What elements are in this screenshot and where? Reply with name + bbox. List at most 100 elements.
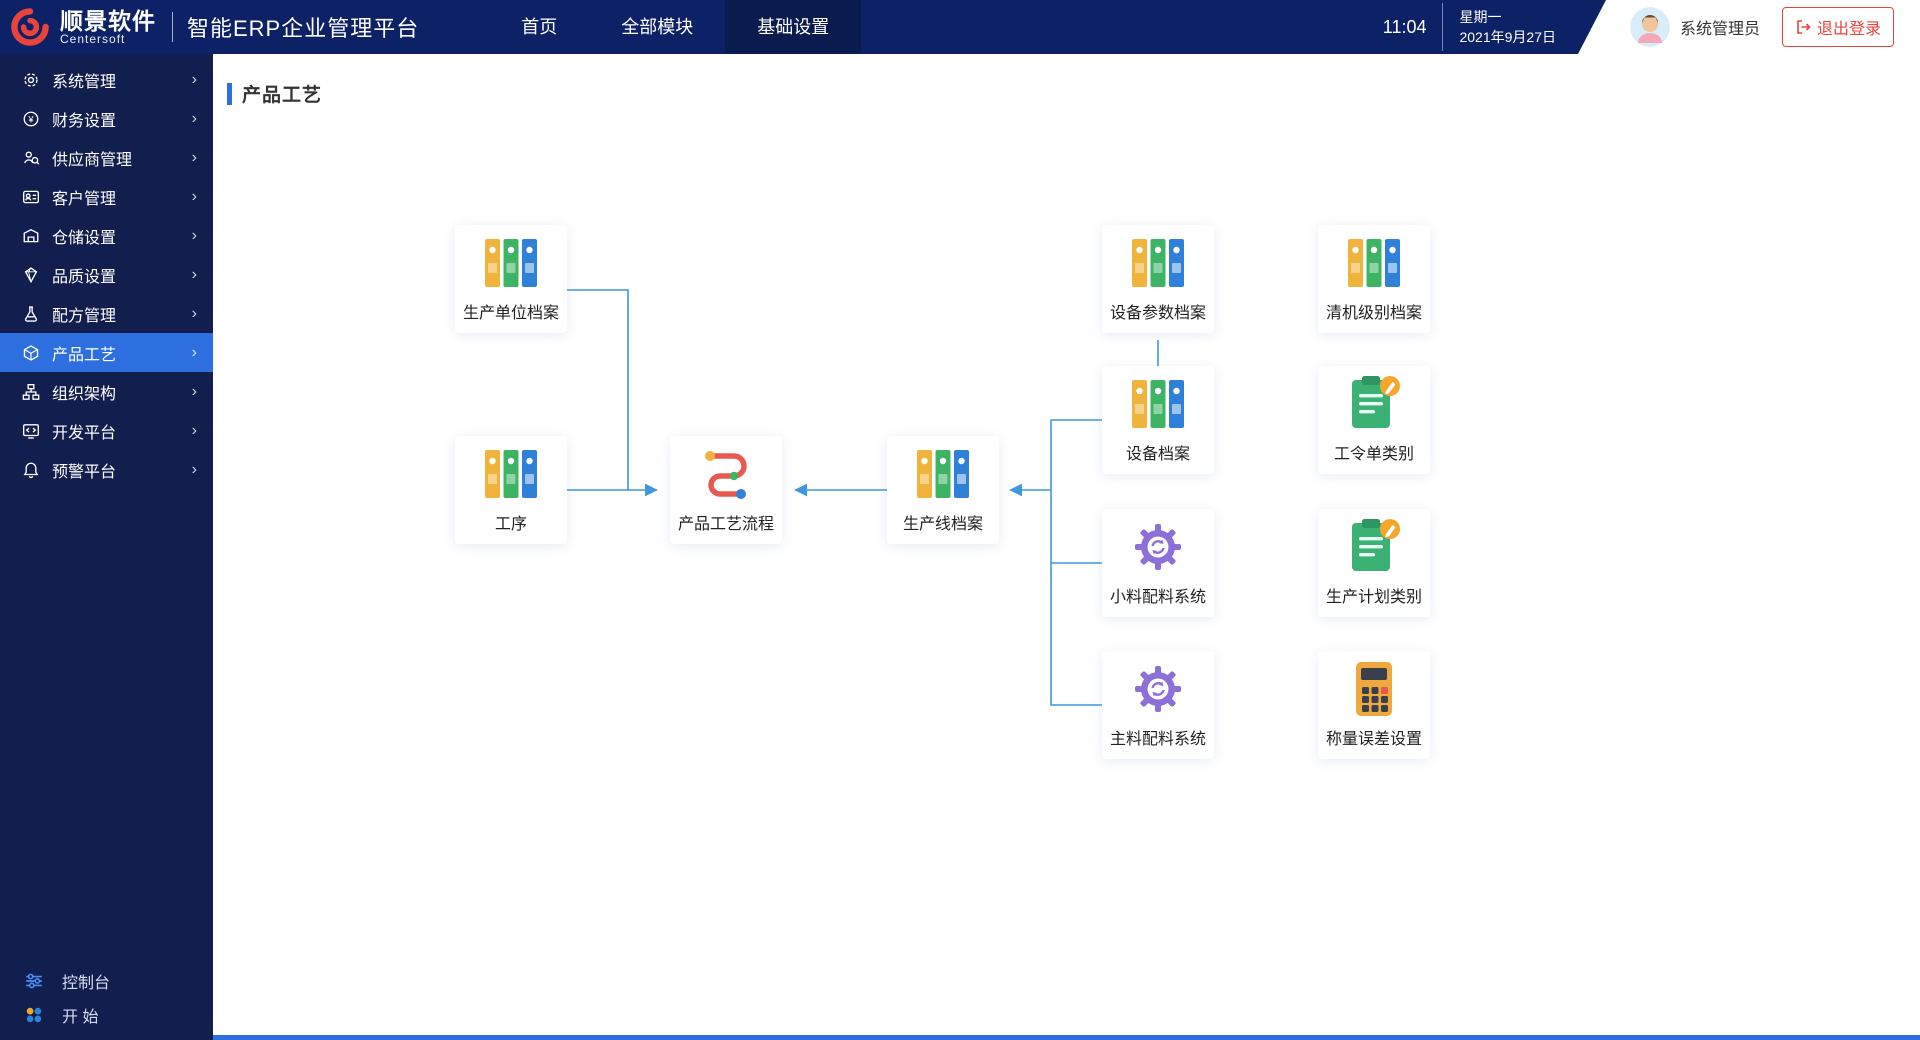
sidebar-footer-start[interactable]: 开 始: [0, 998, 213, 1032]
logo-area: 顺景软件 Centersoft: [0, 5, 166, 49]
clipboard-icon: [1342, 515, 1406, 579]
node-label: 产品工艺流程: [677, 516, 774, 533]
node-label: 设备参数档案: [1109, 305, 1206, 322]
sidebar-item-label: 开发平台: [52, 424, 117, 442]
chevron-right-icon: ›: [191, 460, 197, 478]
sidebar-item-label: 品质设置: [52, 268, 117, 286]
main-content: 产品工艺 生产单位档案 设备参数档案 清机级别档案: [213, 54, 1920, 1040]
node-label: 生产计划类别: [1325, 589, 1422, 606]
node-weighing-tolerance-settings[interactable]: 称量误差设置: [1318, 651, 1430, 759]
chevron-right-icon: ›: [191, 70, 197, 88]
sidebar-item-label: 供应商管理: [52, 151, 133, 169]
binder-icon: [911, 442, 975, 506]
date: 2021年9月27日: [1459, 29, 1556, 45]
weekday: 星期一: [1459, 8, 1502, 25]
chevron-right-icon: ›: [191, 265, 197, 283]
nav-item-home[interactable]: 首页: [521, 17, 558, 37]
sidebar-item-customer-mgmt[interactable]: 客户管理 ›: [0, 177, 213, 216]
sidebar-item-warehouse-settings[interactable]: 仓储设置 ›: [0, 216, 213, 255]
chevron-right-icon: ›: [191, 109, 197, 127]
page-title: 产品工艺: [242, 85, 323, 106]
logo-title: 顺景软件: [60, 7, 156, 34]
sidebar-footer-console[interactable]: 控制台: [0, 964, 213, 998]
sidebar-item-dev-platform[interactable]: 开发平台›: [0, 411, 213, 450]
node-production-unit-archive[interactable]: 生产单位档案: [455, 225, 567, 333]
sidebar-menu: 系统管理›¥财务设置›供应商管理›客户管理›仓储设置›品质设置›配方管理›产品工…: [0, 54, 213, 489]
chevron-right-icon: ›: [191, 226, 197, 244]
sidebar-item-quality-settings[interactable]: 品质设置 ›: [0, 255, 213, 294]
top-header: 顺景软件 Centersoft 智能ERP企业管理平台 首页全部模块基础设置 1…: [0, 0, 1920, 54]
diagram-canvas: 生产单位档案 设备参数档案 清机级别档案 设备档案: [213, 54, 1920, 1040]
node-device-param-archive[interactable]: 设备参数档案: [1102, 225, 1214, 333]
start-icon: [24, 1005, 44, 1025]
svg-text:¥: ¥: [27, 114, 34, 124]
logo-text: 顺景软件 Centersoft: [60, 7, 156, 46]
alert-icon: [22, 461, 40, 479]
sidebar-item-system-mgmt[interactable]: 系统管理›: [0, 60, 213, 99]
node-production-line-archive[interactable]: 生产线档案: [887, 436, 999, 544]
customer-icon: [22, 188, 40, 206]
node-label: 工序: [494, 516, 527, 533]
node-cleaning-level-archive[interactable]: 清机级别档案: [1318, 225, 1430, 333]
avatar[interactable]: [1630, 7, 1670, 47]
binder-icon: [1126, 372, 1190, 436]
title-accent-bar: [227, 82, 232, 105]
sidebar-item-product-process[interactable]: 产品工艺 ›: [0, 333, 213, 372]
top-nav: 首页 全部模块 基础设置: [489, 0, 862, 54]
node-minor-ingredient-system[interactable]: 小料配料系统: [1102, 509, 1214, 617]
sidebar-item-label: 财务设置: [52, 112, 117, 130]
binder-icon: [1126, 231, 1190, 295]
chevron-right-icon: ›: [191, 304, 197, 322]
node-label: 小料配料系统: [1109, 589, 1206, 606]
sidebar-item-supplier-mgmt[interactable]: 供应商管理›: [0, 138, 213, 177]
flow-icon: [694, 442, 758, 506]
bottom-accent-bar: [213, 1035, 1920, 1040]
gear-icon: [1126, 515, 1190, 579]
node-product-process-flow[interactable]: 产品工艺流程: [670, 436, 782, 544]
user-area: 系统管理员 退出登录: [1578, 0, 1920, 54]
product-icon: [22, 344, 40, 362]
node-main-ingredient-system[interactable]: 主料配料系统: [1102, 651, 1214, 759]
header-divider: [172, 12, 173, 42]
chevron-right-icon: ›: [191, 382, 197, 400]
node-process[interactable]: 工序: [455, 436, 567, 544]
node-production-plan-category[interactable]: 生产计划类别: [1318, 509, 1430, 617]
chevron-right-icon: ›: [191, 187, 197, 205]
warehouse-icon: [22, 227, 40, 245]
date-block: 星期一 2021年9月27日: [1442, 2, 1556, 52]
sidebar-item-finance-settings[interactable]: ¥ 财务设置 ›: [0, 99, 213, 138]
node-label: 设备档案: [1125, 446, 1190, 463]
sidebar-item-label: 客户管理: [52, 190, 117, 208]
sidebar-item-label: 仓储设置: [52, 229, 117, 247]
nav-item-all-modules[interactable]: 全部模块: [621, 17, 694, 37]
username: 系统管理员: [1680, 21, 1761, 38]
logo-subtitle: Centersoft: [60, 31, 126, 46]
logo-icon: [8, 5, 52, 49]
binder-icon: [479, 442, 543, 506]
sidebar-item-label: 产品工艺: [52, 346, 117, 364]
org-icon: [22, 383, 40, 401]
sidebar: 系统管理›¥财务设置›供应商管理›客户管理›仓储设置›品质设置›配方管理›产品工…: [0, 54, 213, 1040]
logout-button[interactable]: 退出登录: [1781, 7, 1894, 47]
console-icon: [24, 971, 44, 991]
edge-production-unit-archive-to-junction: [567, 289, 629, 490]
node-device-archive[interactable]: 设备档案: [1102, 366, 1214, 474]
sidebar-item-label: 组织架构: [52, 385, 117, 403]
logout-label: 退出登录: [1816, 21, 1881, 38]
page-title-row: 产品工艺: [227, 80, 322, 107]
recipe-icon: [22, 305, 40, 323]
sidebar-item-org-structure[interactable]: 组织架构 ›: [0, 372, 213, 411]
calculator-icon: [1342, 657, 1406, 721]
gear-icon: [1126, 657, 1190, 721]
sidebar-item-label: 配方管理: [52, 307, 117, 325]
sidebar-item-alert-platform[interactable]: 预警平台›: [0, 450, 213, 489]
quality-icon: [22, 266, 40, 284]
chevron-right-icon: ›: [191, 343, 197, 361]
node-label: 工令单类别: [1333, 446, 1414, 463]
node-label: 称量误差设置: [1325, 731, 1422, 748]
nav-item-basic-settings[interactable]: 基础设置: [725, 0, 862, 54]
sidebar-item-recipe-mgmt[interactable]: 配方管理 ›: [0, 294, 213, 333]
sidebar-footer-label: 控制台: [62, 975, 111, 992]
logout-icon: [1795, 19, 1811, 35]
node-work-order-category[interactable]: 工令单类别: [1318, 366, 1430, 474]
